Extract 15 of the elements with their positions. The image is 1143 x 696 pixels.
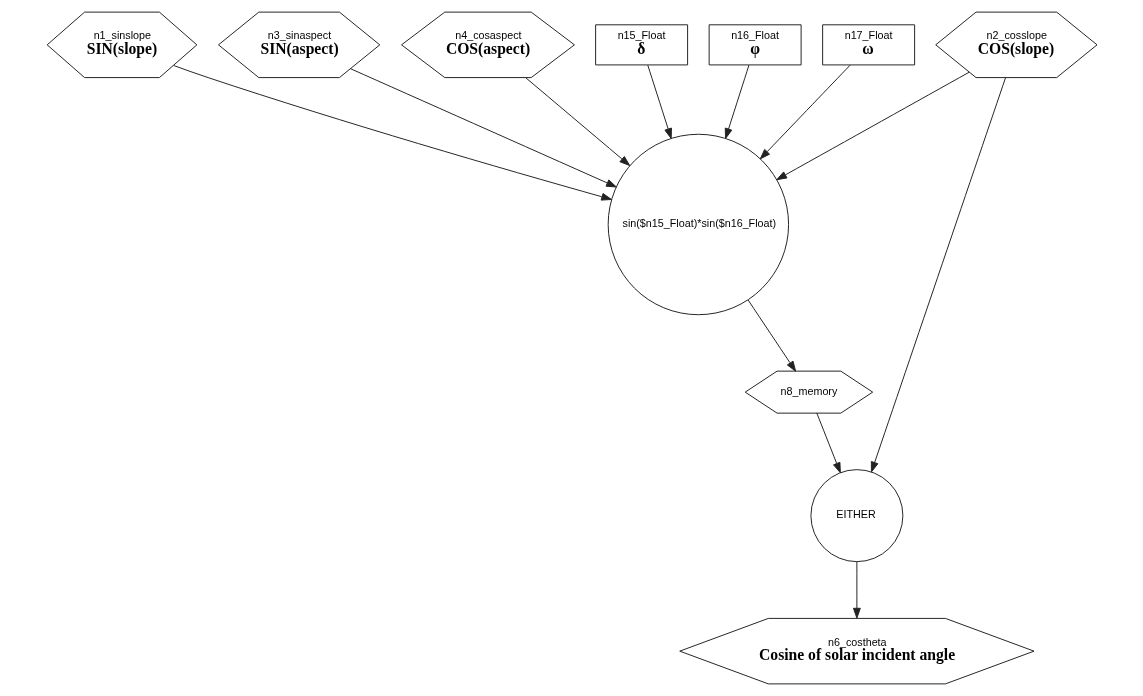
arrow [852,561,861,619]
arrow [349,68,617,188]
arrow [646,64,672,139]
arrow [870,77,1006,473]
arrow [815,412,841,474]
arrow [759,64,851,160]
node-circle: EITHER [809,469,903,563]
node-box: n16_Float φ [708,24,802,66]
arrow [524,77,630,166]
arrow [172,65,612,201]
arrow [775,71,970,181]
arrow [747,299,796,372]
node-box: n15_Float δ [594,24,688,66]
arrow [724,64,749,139]
node-box: n17_Float ω [821,24,915,66]
